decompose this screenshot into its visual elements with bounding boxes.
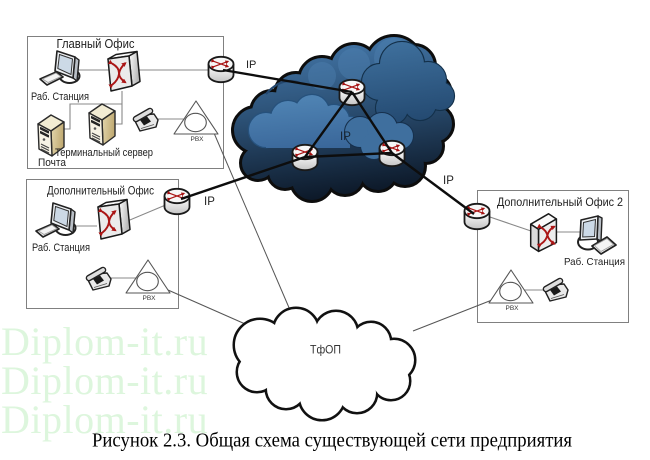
svg-text:Рисунок 2.3. Общая схема сущес: Рисунок 2.3. Общая схема существующей се… <box>92 430 572 452</box>
svg-text:Главный Офис: Главный Офис <box>57 37 135 51</box>
svg-text:IP: IP <box>443 175 454 187</box>
svg-text:IP: IP <box>204 196 215 208</box>
svg-text:Дополнительный Офис 2: Дополнительный Офис 2 <box>497 197 623 209</box>
svg-text:Дополнительный Офис: Дополнительный Офис <box>47 186 154 198</box>
svg-text:Раб. Станция: Раб. Станция <box>32 242 90 254</box>
svg-text:Раб. Станция: Раб. Станция <box>31 91 89 103</box>
svg-text:ТфОП: ТфОП <box>310 343 341 357</box>
svg-text:IP: IP <box>340 131 351 143</box>
svg-text:Почта: Почта <box>38 157 67 169</box>
svg-text:IP: IP <box>246 59 256 71</box>
svg-text:Раб. Станция: Раб. Станция <box>564 256 625 268</box>
svg-text:Терминальный сервер: Терминальный сервер <box>55 147 153 159</box>
